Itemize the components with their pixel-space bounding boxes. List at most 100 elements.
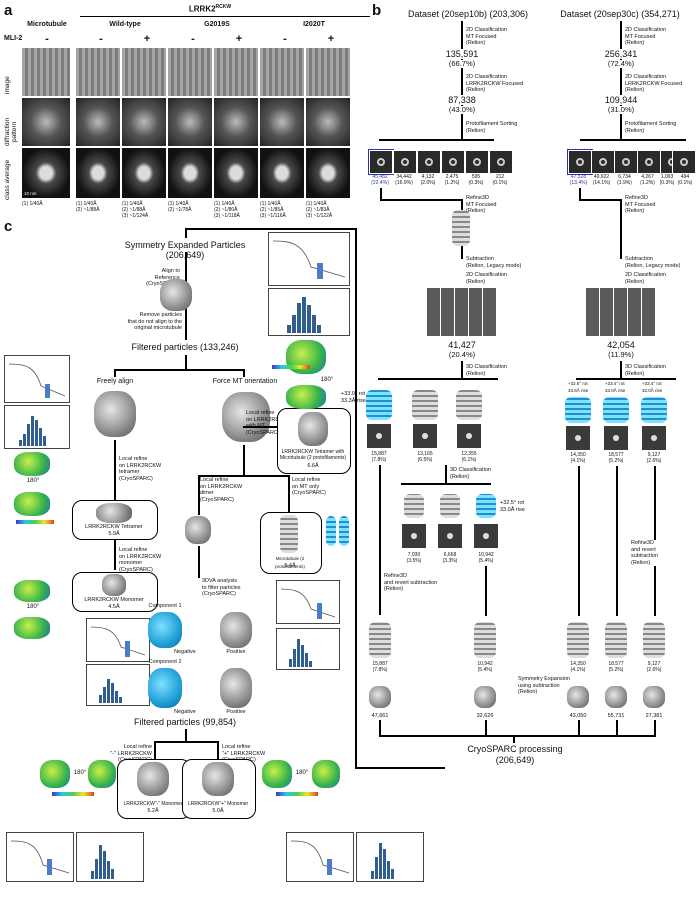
helical-map bbox=[476, 494, 496, 518]
flow-line bbox=[243, 369, 245, 377]
helical-map bbox=[404, 494, 424, 518]
class-count: 595 (0.3%) bbox=[468, 174, 484, 186]
flow-line bbox=[288, 475, 290, 515]
step-label: Local refine on LRRK2RCKW monomer (CryoS… bbox=[119, 547, 162, 573]
rise-label: +33.4° rot 32.0Å rise bbox=[642, 381, 663, 393]
branch-line bbox=[198, 475, 288, 477]
class-count: 212 (0.1%) bbox=[492, 174, 508, 186]
panel-b-letter: b bbox=[372, 2, 382, 19]
box-resolution: 4.5Å bbox=[108, 604, 120, 610]
box-label: LRRK2RCKW"+" Monomer bbox=[187, 801, 249, 807]
local-resolution-map bbox=[286, 385, 326, 409]
branch-line bbox=[154, 741, 218, 743]
flow-line bbox=[243, 426, 277, 428]
local-resolution-map bbox=[262, 760, 292, 788]
dimer-map bbox=[185, 516, 211, 544]
fsc-plot bbox=[276, 580, 340, 624]
helical-map bbox=[412, 390, 438, 420]
colorbar bbox=[276, 792, 318, 796]
title-rule bbox=[80, 16, 370, 17]
sym-expanded-map bbox=[369, 686, 391, 708]
class-count: 15,887 (7.8%) bbox=[372, 661, 388, 673]
class-count: 7,030 (3.5%) bbox=[406, 552, 422, 564]
flow-line bbox=[620, 21, 622, 139]
minus-monomer-map bbox=[137, 762, 169, 796]
flow-line bbox=[379, 465, 381, 615]
count-node: 41,427 bbox=[448, 340, 476, 350]
helical-map bbox=[366, 390, 392, 420]
step-label: Protofilament Sorting (Relion) bbox=[466, 121, 518, 134]
box-label: LRRK2RCKW Tetramer bbox=[85, 524, 143, 530]
step-label: Local refine on LRRK2RCKW tetramer (Cryo… bbox=[119, 456, 162, 482]
component-label: Component 2 bbox=[148, 659, 182, 665]
helical-map bbox=[456, 390, 482, 420]
step-label: Local refine on LRRK2RCKW with MT (CryoS… bbox=[246, 410, 289, 436]
histogram bbox=[268, 288, 350, 336]
branch-line bbox=[401, 483, 491, 485]
diffraction-tile bbox=[260, 98, 304, 146]
percent-node: (31.0%) bbox=[596, 106, 646, 114]
panel-c-letter: c bbox=[4, 218, 13, 235]
component-map bbox=[148, 668, 182, 708]
panel-a-title: LRRK2RCKW bbox=[188, 4, 232, 14]
filtered-particles-2: Filtered particles (99,854) bbox=[133, 717, 237, 727]
component-map bbox=[220, 668, 252, 708]
group-header-i2020t: I2020T bbox=[303, 21, 325, 28]
resolution-label: (1) 1/40Å (2) ~1/83Å (3) ~1/122Å bbox=[306, 201, 333, 219]
protofilament-class bbox=[591, 150, 615, 174]
sym-count: 55,731 bbox=[607, 713, 625, 719]
flow-line bbox=[578, 466, 580, 616]
count-node: 87,338 bbox=[437, 95, 487, 105]
class-average-tile bbox=[122, 148, 166, 198]
component-map bbox=[220, 612, 252, 648]
component-label: Component 1 bbox=[148, 603, 182, 609]
pos-label: Positive bbox=[226, 709, 246, 715]
helical-map bbox=[440, 494, 460, 518]
count-node: 256,341 bbox=[596, 49, 646, 59]
protofilament-class bbox=[567, 149, 593, 175]
step-label: 2D Classification MT Focused (Relion) bbox=[466, 27, 507, 46]
protofilament-class bbox=[672, 150, 696, 174]
protofilament-class bbox=[441, 150, 465, 174]
fsc-plot bbox=[268, 232, 350, 286]
histogram bbox=[86, 664, 150, 706]
protofilament-class bbox=[637, 150, 661, 174]
local-resolution-mt bbox=[326, 516, 336, 546]
class-count: 9,127 (2.6%) bbox=[646, 452, 662, 464]
local-resolution-map bbox=[14, 452, 50, 476]
branch-line bbox=[576, 378, 676, 380]
protofilament-class bbox=[417, 150, 441, 174]
cryosparc-count: (206,649) bbox=[495, 755, 535, 765]
class-average-tile bbox=[214, 148, 258, 198]
sym-step-label: Symmetry Expansion using subtraction (Re… bbox=[518, 676, 570, 695]
image-tile bbox=[260, 48, 304, 96]
class-2d-grid bbox=[427, 288, 497, 336]
branch-line bbox=[379, 139, 494, 141]
step-label: 3D Classification (Relion) bbox=[466, 364, 507, 377]
flow-line bbox=[185, 355, 187, 369]
class-count: 4,132 (2.0%) bbox=[420, 174, 436, 186]
cross-section bbox=[402, 524, 426, 548]
plus-monomer-map bbox=[202, 762, 234, 796]
colorbar bbox=[16, 520, 54, 524]
histogram-bars bbox=[99, 679, 122, 703]
sym-count: 32,626 bbox=[476, 713, 494, 719]
fsc-curve bbox=[10, 840, 70, 875]
image-tile bbox=[306, 48, 350, 96]
step-label: Refine3D MT Focused (Relion) bbox=[466, 195, 497, 214]
histogram-bars bbox=[371, 843, 394, 879]
class-count: 6,668 (3.3%) bbox=[442, 552, 458, 564]
cross-section bbox=[474, 524, 498, 548]
box-resolution: 5.4Å bbox=[284, 563, 296, 569]
rise-label: +33.4° rot 33.0Å rise bbox=[605, 381, 626, 393]
fsc-curve bbox=[290, 840, 350, 875]
class-count: 47,528 (13.4%) bbox=[569, 174, 588, 186]
flow-line bbox=[217, 741, 219, 759]
rotate-label: 180° bbox=[320, 377, 334, 383]
class-count: 14,350 (4.1%) bbox=[570, 452, 586, 464]
helical-map bbox=[474, 622, 496, 658]
local-resolution-map bbox=[14, 492, 50, 516]
class-count: 6,734 (1.9%) bbox=[617, 174, 632, 186]
flow-line bbox=[461, 21, 463, 139]
class-average-tile bbox=[22, 148, 70, 198]
